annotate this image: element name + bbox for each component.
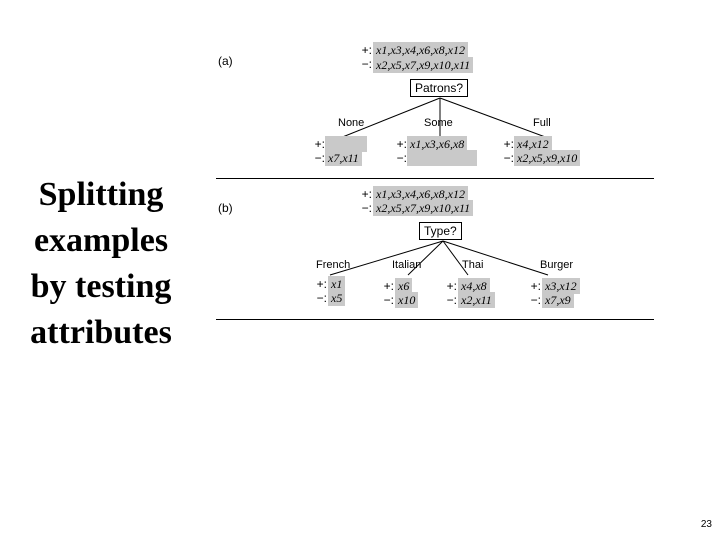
title-line: by testing (30, 268, 172, 305)
branch-b-french-label: French (316, 259, 351, 271)
leaf-a-none-neg: x7,x11 (325, 150, 362, 166)
leaf-b-italian-neg: x10 (395, 292, 419, 308)
leaf-b-burger-pos: x3,x12 (542, 278, 580, 294)
branch-b-thai-label: Thai (462, 259, 484, 271)
root-b-neg-examples: x2,x5,x7,x9,x10,x11 (373, 200, 474, 216)
leaf-a-full-pos: x4,x12 (514, 136, 552, 152)
branch-a-some-label: Some (424, 117, 453, 129)
leaf-a-some-pos: x1,x3,x6,x8 (407, 136, 468, 152)
slide-title: Splitting examples by testing attributes (6, 172, 196, 356)
leaf-a-some-neg (407, 150, 477, 166)
leaf-b-italian-pos-sign: +: (383, 279, 394, 293)
panel-b-label: (b) (218, 201, 233, 215)
root-b-pos-sign: +: (361, 187, 372, 201)
leaf-b-thai-pos-sign: +: (446, 279, 457, 293)
leaf-b-thai-neg-sign: −: (446, 293, 457, 307)
edge-b-french (329, 240, 444, 276)
leaf-b-thai-pos: x4,x8 (458, 278, 490, 294)
leaf-a-full-pos-sign: +: (503, 137, 514, 151)
leaf-b-italian-pos: x6 (395, 278, 413, 294)
leaf-a-some-pos-sign: +: (396, 137, 407, 151)
leaf-b-thai-neg: x2,x11 (458, 292, 495, 308)
leaf-b-burger-neg-sign: −: (530, 293, 541, 307)
root-b-neg-sign: −: (361, 201, 372, 215)
root-a-pos-examples: x1,x3,x4,x6,x8,x12 (373, 42, 468, 58)
branch-a-full-label: Full (533, 117, 551, 129)
edge-b-thai (442, 240, 469, 276)
page-number: 23 (700, 519, 712, 530)
root-a-pos-sign: +: (361, 43, 372, 57)
leaf-b-french-pos: x1 (328, 276, 346, 292)
leaf-a-none-pos-sign: +: (314, 137, 325, 151)
root-a-neg-sign: −: (361, 57, 372, 71)
title-line: examples (33, 222, 169, 259)
root-a-neg-examples: x2,x5,x7,x9,x10,x11 (373, 57, 474, 73)
node-patrons: Patrons? (410, 79, 469, 97)
leaf-a-full-neg: x2,x5,x9,x10 (514, 150, 581, 166)
leaf-b-burger-pos-sign: +: (530, 279, 541, 293)
divider-line (216, 178, 654, 179)
edge-a-full (439, 97, 549, 139)
leaf-b-french-neg-sign: −: (316, 291, 327, 305)
leaf-b-italian-neg-sign: −: (383, 293, 394, 307)
leaf-b-french-neg: x5 (328, 290, 346, 306)
branch-b-burger-label: Burger (540, 259, 574, 271)
leaf-b-burger-neg: x7,x9 (542, 292, 574, 308)
edge-a-none (339, 97, 441, 139)
title-line: Splitting (38, 176, 164, 213)
leaf-a-some-neg-sign: −: (396, 151, 407, 165)
edge-b-italian (407, 240, 444, 276)
leaf-a-full-neg-sign: −: (503, 151, 514, 165)
branch-a-none-label: None (338, 117, 365, 129)
branch-b-italian-label: Italian (392, 259, 422, 271)
title-line: attributes (30, 314, 172, 351)
divider-line (216, 319, 654, 320)
leaf-a-none-pos (325, 136, 367, 152)
panel-a-label: (a) (218, 54, 233, 68)
edge-b-burger (442, 240, 549, 276)
leaf-b-french-pos-sign: +: (316, 277, 327, 291)
root-b-pos-examples: x1,x3,x4,x6,x8,x12 (373, 186, 468, 202)
node-type: Type? (419, 222, 462, 240)
leaf-a-none-neg-sign: −: (314, 151, 325, 165)
